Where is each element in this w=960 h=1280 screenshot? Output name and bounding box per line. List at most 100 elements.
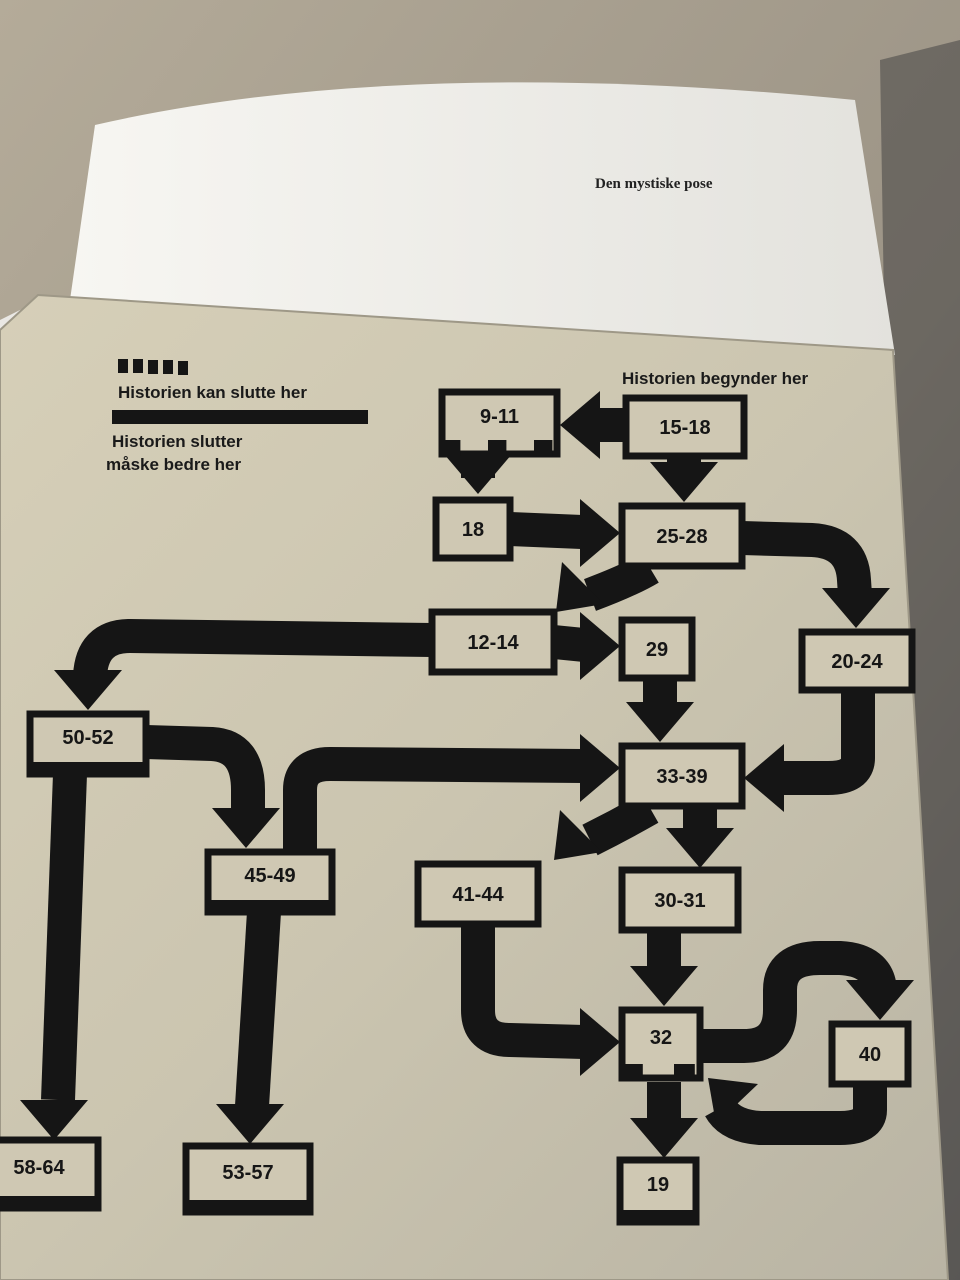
end-marker-solid (183, 1200, 313, 1214)
end-marker-dashed (488, 440, 507, 456)
arrow-50-52-to-58-64 (41, 773, 87, 1101)
node-label: 25-28 (656, 526, 707, 548)
arrow-50-52-to-58-64-head (20, 1100, 88, 1140)
arrow-15-18-to-9-11-head (560, 391, 600, 459)
node-30-31: 30-31 (618, 866, 742, 934)
arrow-50-52-to-45-49-head (212, 808, 280, 848)
end-marker-solid (0, 1196, 101, 1210)
legend-better-end-line1: Historien slutter (112, 432, 243, 451)
node-label: 50-52 (62, 727, 113, 749)
arrow-33-39-to-41-44 (582, 793, 659, 856)
node-box (618, 502, 746, 570)
start-label: Historien begynder her (622, 369, 808, 388)
arrow-33-39-to-41-44-head (554, 810, 602, 860)
end-marker-dashed (622, 1064, 643, 1080)
node-label: 18 (462, 519, 484, 541)
arrow-25-28-to-12-14-head (556, 562, 604, 612)
nodes: 9-11 15-18 18 25-28 12-14 29 20-24 50-52 33-39 45… (0, 388, 916, 1226)
node-label: 40 (859, 1044, 881, 1066)
arrows (41, 408, 897, 1145)
arrow-33-39-to-30-31-head (666, 828, 734, 868)
arrow-32-to-40-head (846, 980, 914, 1020)
node-box (428, 608, 558, 676)
arrow-50-52-to-45-49 (145, 725, 265, 812)
node-33-39: 33-39 (618, 742, 746, 810)
arrow-40-to-32 (705, 1084, 887, 1145)
node-58-64: 58-64 (0, 1136, 102, 1212)
node-41-44: 41-44 (414, 860, 542, 928)
arrow-29-to-33-39-head (626, 702, 694, 742)
end-marker-dashed (534, 440, 553, 456)
node-box (414, 860, 542, 928)
node-32: 32 (618, 1006, 704, 1082)
node-9-11: 9-11 (438, 388, 561, 458)
node-19: 19 (616, 1156, 700, 1226)
node-12-14: 12-14 (428, 608, 558, 676)
arrow-12-14-to-50-52-head (54, 670, 122, 710)
arrow-32-to-19-head (630, 1118, 698, 1158)
node-label: 30-31 (654, 890, 705, 912)
end-marker-dashed (442, 440, 461, 456)
node-label: 15-18 (659, 417, 710, 439)
node-40: 40 (828, 1020, 912, 1088)
arrow-32-to-40 (700, 941, 897, 1063)
end-marker-solid (617, 1210, 699, 1224)
node-20-24: 20-24 (798, 628, 916, 694)
node-box (828, 1020, 912, 1088)
arrow-25-28-to-12-14 (584, 553, 659, 611)
node-15-18: 15-18 (622, 394, 748, 460)
node-label: 33-39 (656, 766, 707, 788)
end-marker-solid (27, 762, 149, 776)
arrow-41-44-to-32-head (580, 1008, 620, 1076)
node-45-49: 45-49 (204, 848, 336, 916)
node-box (798, 628, 916, 694)
arrow-18-to-25-28 (509, 512, 583, 549)
arrow-18-to-25-28-head (580, 499, 620, 567)
arrow-20-24-to-33-39 (782, 690, 875, 795)
node-29: 29 (618, 616, 696, 682)
arrow-15-18-to-25-28-head (650, 462, 718, 502)
node-box (618, 866, 742, 934)
arrow-30-31-to-32-head (630, 966, 698, 1006)
arrow-45-49-to-33-39 (283, 747, 583, 852)
node-53-57: 53-57 (182, 1142, 314, 1216)
node-25-28: 25-28 (618, 502, 746, 570)
node-box (432, 496, 514, 562)
arrowheads (20, 391, 914, 1158)
node-label: 58-64 (13, 1157, 65, 1179)
page-title: Den mystiske pose (595, 176, 713, 192)
node-box (618, 742, 746, 810)
arrow-25-28-to-20-24-head (822, 588, 890, 628)
node-label: 45-49 (244, 865, 295, 887)
node-label: 20-24 (831, 651, 883, 673)
node-label: 9-11 (480, 406, 519, 428)
arrow-12-14-to-29-head (580, 612, 620, 680)
arrow-20-24-to-33-39-head (744, 744, 784, 812)
node-label: 19 (647, 1174, 669, 1196)
legend: Historien kan slutte her Historien slutt… (106, 359, 368, 474)
node-18: 18 (432, 496, 514, 562)
legend-solid-bar-icon (112, 410, 368, 424)
node-box (622, 394, 748, 460)
arrow-45-49-to-33-39-head (580, 734, 620, 802)
node-label: 29 (646, 639, 668, 661)
node-label: 12-14 (467, 632, 519, 654)
arrow-25-28-to-20-24 (741, 521, 872, 597)
node-label: 41-44 (452, 884, 504, 906)
node-label: 53-57 (222, 1162, 273, 1184)
arrow-41-44-to-32 (461, 924, 585, 1059)
end-marker-solid (205, 900, 335, 914)
legend-maybe-end: Historien kan slutte her (118, 383, 307, 402)
arrow-40-to-32-head (708, 1078, 758, 1124)
arrow-45-49-to-53-57 (235, 910, 281, 1108)
node-50-52: 50-52 (26, 710, 150, 778)
arrow-45-49-to-53-57-head (216, 1104, 284, 1144)
legend-dashed-bar-icon (118, 359, 188, 375)
node-label: 32 (650, 1027, 672, 1049)
previous-page (70, 82, 895, 356)
arrow-12-14-to-29 (552, 625, 586, 662)
node-box (618, 616, 696, 682)
legend-better-end-line2: måske bedre her (106, 455, 242, 474)
end-marker-dashed (674, 1064, 695, 1080)
